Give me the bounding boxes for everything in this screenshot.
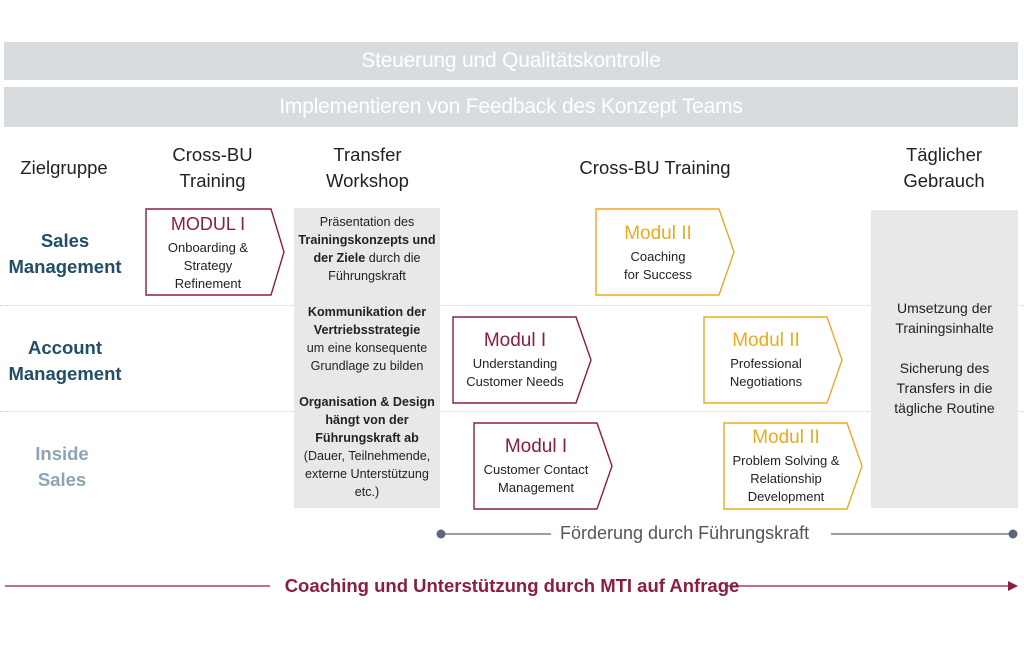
row-label-line: Inside (35, 443, 89, 464)
workshop-line: Führungskraft (328, 269, 406, 283)
row-label-line: Sales (37, 469, 87, 490)
workshop-line: um eine konsequente (306, 341, 428, 355)
module-pentagon-shape (473, 422, 613, 510)
daily-line: Umsetzung der (897, 300, 992, 316)
module-description: Problem Solving & Relationship Developme… (723, 452, 849, 506)
row-separator (0, 411, 1024, 412)
daily-line: Trainingsinhalte (895, 320, 994, 336)
module-account-modul-1: Modul I Understanding Customer Needs (452, 316, 592, 404)
row-label-sales-management: Sales Management (0, 228, 130, 280)
daily-line: tägliche Routine (894, 400, 995, 416)
foerderung-dot-right (1008, 529, 1018, 539)
workshop-line: Präsentation des (319, 215, 415, 229)
workshop-line-bold: Vertriebsstrategie (313, 323, 421, 337)
module-desc-line: Management (498, 480, 574, 495)
foerderung-label: Förderung durch Führungskraft (560, 523, 810, 543)
module-desc-line: Understanding (472, 356, 558, 371)
module-title: Modul II (732, 330, 800, 351)
transfer-workshop-text: Präsentation des Trainingskonzepts und d… (294, 213, 440, 501)
coaching-label: Coaching und Unterstützung durch MTI auf… (284, 575, 740, 596)
header-zielgruppe: Zielgruppe (20, 157, 108, 178)
module-title: MODUL I (170, 214, 246, 234)
header-transfer: Transfer Workshop (300, 142, 435, 194)
foerderung-dot-left (436, 529, 446, 539)
header-taeglich-line2: Gebrauch (903, 170, 985, 191)
header-crossbu-line1: Cross-BU (172, 144, 253, 165)
feedback-band: Implementieren von Feedback des Konzept … (4, 87, 1018, 127)
row-label-line: Management (8, 256, 122, 277)
module-sales-modul-2: Modul II Coaching for Success (595, 208, 735, 296)
module-pentagon-shape (145, 208, 285, 296)
module-desc-line: Coaching (630, 249, 686, 264)
module-inside-modul-2: Modul II Problem Solving & Relationship … (723, 422, 863, 510)
module-pentagon-shape (723, 422, 863, 510)
daily-use-box (871, 210, 1018, 508)
module-description: Coaching for Success (595, 248, 721, 284)
coaching-arrowhead (1008, 581, 1018, 591)
module-inside-modul-1: Modul I Customer Contact Management (473, 422, 613, 510)
module-desc-line: Professional (730, 356, 802, 371)
module-title: Modul II (624, 223, 692, 244)
module-desc-line: Relationship (750, 471, 822, 486)
module-pentagon-shape (452, 316, 592, 404)
header-transfer-line1: Transfer (333, 144, 402, 165)
workshop-line-bold: der Ziele (313, 251, 366, 265)
row-label-account-management: Account Management (0, 335, 130, 387)
workshop-line-bold: Kommunikation der (307, 305, 427, 319)
module-title: Modul I (504, 436, 568, 457)
workshop-line-bold: hängt von der (325, 413, 409, 427)
module-description: Understanding Customer Needs (452, 355, 578, 391)
daily-line: Sicherung des (899, 360, 990, 376)
module-desc-line: Onboarding & (167, 240, 249, 255)
workshop-line-bold: Trainingskonzepts und (298, 233, 436, 247)
workshop-line: (Dauer, Teilnehmende, (303, 449, 431, 463)
module-desc-line: for Success (624, 267, 692, 282)
header-crossbu: Cross-BU Training (150, 142, 275, 194)
module-pentagon-shape (595, 208, 735, 296)
header-taeglich-line1: Täglicher (905, 144, 983, 165)
module-desc-line: Negotiations (729, 374, 803, 389)
module-desc-line: Customer Contact (483, 462, 589, 477)
module-sales-modul-1: MODUL I Onboarding & Strategy Refinement (145, 208, 285, 296)
row-separator (0, 305, 1024, 306)
header-crossbu-training: Cross-BU Training (579, 157, 731, 178)
row-label-line: Sales (40, 230, 90, 251)
daily-line: Transfers in die (896, 380, 993, 396)
row-label-line: Account (28, 337, 102, 358)
workshop-line: durch die (365, 251, 421, 265)
row-label-line: Management (8, 363, 122, 384)
workshop-line: Grundlage zu bilden (310, 359, 424, 373)
workshop-line-bold: Führungskraft ab (315, 431, 419, 445)
module-pentagon-shape (703, 316, 843, 404)
module-desc-line: Problem Solving & (732, 453, 840, 468)
module-desc-line: Refinement (174, 276, 242, 291)
module-title: Modul II (752, 427, 820, 448)
module-desc-line: Development (747, 489, 825, 504)
module-description: Customer Contact Management (473, 461, 599, 497)
module-desc-line: Customer Needs (466, 374, 564, 389)
transfer-workshop-box (294, 208, 440, 508)
row-label-inside-sales: Inside Sales (0, 441, 127, 493)
header-taeglich: Täglicher Gebrauch (878, 142, 1010, 194)
daily-use-text: Umsetzung der Trainingsinhalte Sicherung… (871, 298, 1018, 418)
workshop-line: etc.) (354, 485, 380, 499)
control-band: Steuerung und Qualitätskontrolle (4, 42, 1018, 80)
header-transfer-line2: Workshop (326, 170, 409, 191)
module-description: Onboarding & Strategy Refinement (145, 239, 271, 293)
module-description: Professional Negotiations (703, 355, 829, 391)
module-title: Modul I (483, 330, 547, 351)
module-desc-line: Strategy (183, 258, 233, 273)
module-account-modul-2: Modul II Professional Negotiations (703, 316, 843, 404)
header-crossbu-line2: Training (179, 170, 246, 191)
workshop-line: externe Unterstützung (305, 467, 429, 481)
workshop-line-bold: Organisation & Design (299, 395, 435, 409)
